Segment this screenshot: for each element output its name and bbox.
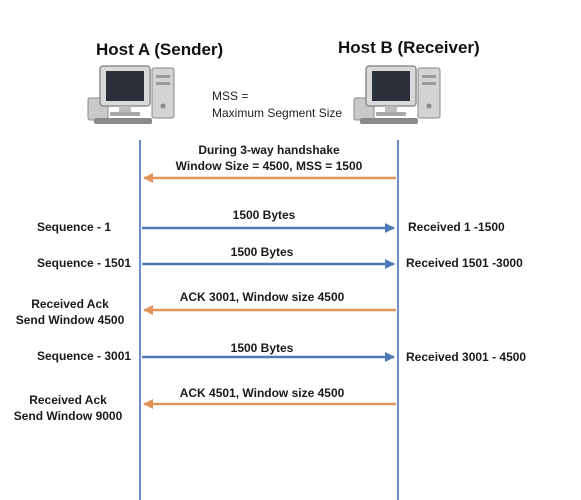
host-b-title: Host B (Receiver) bbox=[338, 38, 480, 57]
handshake-label-line2: Window Size = 4500, MSS = 1500 bbox=[175, 159, 363, 173]
sender-label-send-window-4500: Send Window 4500 bbox=[15, 313, 125, 327]
sender-label-seq-1501: Sequence - 1501 bbox=[37, 256, 132, 270]
handshake-label-line1: During 3-way handshake bbox=[198, 143, 340, 157]
mss-note-line2: Maximum Segment Size bbox=[212, 106, 343, 120]
sender-label-send-window-9000: Send Window 9000 bbox=[13, 409, 123, 423]
sender-label-received-ack-2: Received Ack bbox=[29, 393, 107, 407]
sender-label-seq-3001: Sequence - 3001 bbox=[37, 349, 132, 363]
sender-label-received-ack-1: Received Ack bbox=[31, 297, 109, 311]
message-label-4: 1500 Bytes bbox=[230, 341, 294, 355]
receiver-label-3: Received 3001 - 4500 bbox=[406, 350, 527, 364]
message-label-2: 1500 Bytes bbox=[230, 245, 294, 259]
receiver-label-2: Received 1501 -3000 bbox=[406, 256, 523, 270]
sender-label-seq-1: Sequence - 1 bbox=[37, 220, 112, 234]
message-label-3: ACK 3001, Window size 4500 bbox=[179, 290, 345, 304]
mss-note-line1: MSS = bbox=[212, 89, 249, 103]
computer-icon-host-a bbox=[87, 65, 175, 124]
computer-icon-host-b bbox=[353, 65, 441, 124]
host-a-title: Host A (Sender) bbox=[96, 40, 224, 59]
receiver-label-1: Received 1 -1500 bbox=[408, 220, 505, 234]
message-label-5: ACK 4501, Window size 4500 bbox=[179, 386, 345, 400]
message-label-1: 1500 Bytes bbox=[232, 208, 296, 222]
